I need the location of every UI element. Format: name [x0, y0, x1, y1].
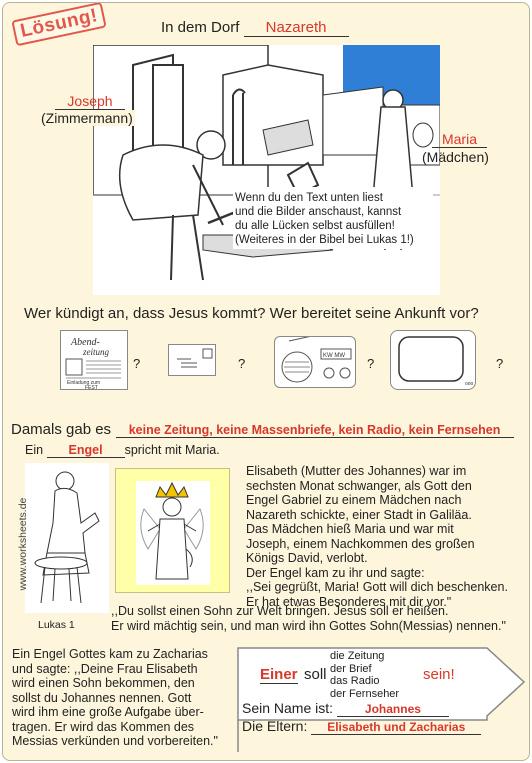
angel-illustration [115, 468, 230, 593]
hint-line: und die Bilder anschaust, kannst [235, 206, 402, 218]
village-line: In dem Dorf Nazareth [161, 19, 349, 37]
zacharias-line: tragen. Er wird das Kommen des [12, 719, 195, 734]
einer-answer: Einer [260, 666, 298, 684]
hint-line: Wenn du den Text unten liest [235, 192, 383, 204]
maria-sitting-illustration [25, 463, 109, 613]
watermark: www.worksheets.de [17, 497, 29, 591]
svg-text:Abend-: Abend- [70, 337, 100, 348]
question-mark: ? [238, 356, 246, 371]
story-line: Der Engel kam zu ihr und sagte: [246, 565, 425, 580]
radio-icon: KW MW [274, 330, 356, 388]
story-text-continued: ,,Du sollst einen Sohn zur Welt bringen.… [111, 604, 529, 633]
eltern-label: Die Eltern: [242, 718, 308, 734]
story-text: Elisabeth (Mutter des Johannes) war im s… [246, 464, 526, 609]
hint-line: du alle Lücken selbst ausfüllen! [235, 220, 395, 232]
zacharias-line: und sagte: ,,Deine Frau Elisabeth [12, 661, 198, 676]
maria-role: (Mädchen) [422, 149, 489, 165]
media-icons-row: Abend- zeitung Einladung zum FEST ? ? KW [60, 330, 513, 391]
name-line: Sein Name ist: Johannes [242, 700, 449, 717]
svg-text:KW MW: KW MW [323, 353, 345, 359]
svg-text:ooo: ooo [465, 381, 474, 387]
hint-line: (Weiteres in der Bibel bei Lukas 1!) [235, 234, 414, 246]
signpost: Einer soll die Zeitung der Brief das Rad… [232, 642, 529, 754]
story-line: Er hat etwas Besonderes mit dir vor." [246, 594, 452, 609]
lukas-caption: Lukas 1 [38, 619, 75, 631]
solution-stamp: Lösung! [11, 3, 108, 47]
damals-answer: keine Zeitung, keine Massenbriefe, kein … [115, 423, 514, 438]
village-answer: Nazareth [243, 19, 349, 37]
story-line: Elisabeth (Mutter des Johannes) war im [246, 464, 467, 478]
story-line: sechsten Monat schwanger, als Gott den [246, 478, 472, 493]
television-icon: ooo [390, 330, 476, 390]
option-item: das Radio [330, 675, 380, 687]
question-mark: ? [367, 356, 375, 371]
village-prefix: In dem Dorf [161, 19, 240, 36]
zacharias-line: sollst du Johannes nennen. Gott [12, 690, 192, 705]
svg-text:zeitung: zeitung [82, 347, 109, 357]
soll-word: soll [304, 666, 327, 683]
ein-suffix: spricht mit Maria. [124, 443, 220, 457]
hint-text: Wenn du den Text unten liest und die Bil… [233, 187, 433, 249]
option-item: die Zeitung [330, 650, 385, 662]
ein-answer: Engel [46, 443, 125, 458]
maria-blank: Maria [432, 131, 487, 148]
story-line: Er wird mächtig sein, und man wird ihn G… [111, 618, 506, 633]
media-options: die Zeitung der Brief das Radio der Fern… [330, 650, 399, 700]
damals-line: Damals gab es keine Zeitung, keine Masse… [11, 421, 529, 439]
story-line: Königs David, verlobt. [246, 551, 368, 565]
question-mark: ? [133, 356, 141, 371]
joseph-blank: Joseph [55, 93, 125, 110]
eltern-line: Die Eltern: Elisabeth und Zacharias [242, 718, 482, 735]
zacharias-line: Messias verkünden und vorbereiten." [12, 734, 218, 748]
maria-answer: Maria [432, 131, 487, 148]
svg-text:Einladung zum: Einladung zum [67, 380, 100, 386]
eltern-answer: Elisabeth und Zacharias [311, 720, 482, 735]
zacharias-line: wird einen Sohn bekommen, den [12, 676, 195, 690]
ein-prefix: Ein [25, 443, 44, 457]
newspaper-icon: Abend- zeitung Einladung zum FEST [60, 330, 128, 391]
question-heading: Wer kündigt an, dass Jesus kommt? Wer be… [24, 305, 479, 322]
option-item: der Fernseher [330, 687, 400, 700]
name-answer: Johannes [336, 702, 449, 717]
svg-text:FEST: FEST [85, 385, 98, 391]
question-mark: ? [496, 356, 504, 371]
story-line: Das Mädchen hieß Maria und war mit [246, 522, 454, 536]
story-line: Engel Gabriel zu einem Mädchen nach [246, 493, 462, 507]
zacharias-text: Ein Engel Gottes kam zu Zacharias und sa… [12, 647, 237, 749]
damals-prefix: Damals gab es [11, 421, 112, 438]
option-item: der Brief [330, 662, 372, 675]
story-line: ,,Sei gegrüßt, Maria! Gott will dich bes… [246, 580, 508, 594]
joseph-answer: Joseph [55, 93, 125, 110]
zacharias-line: Ein Engel Gottes kam zu Zacharias [12, 647, 208, 661]
name-label: Sein Name ist: [242, 700, 334, 716]
story-line: ,,Du sollst einen Sohn zur Welt bringen.… [111, 604, 449, 618]
story-line: Joseph, einem Nachkommen des großen [246, 536, 475, 551]
letter-icon [168, 344, 216, 376]
joseph-role: (Zimmermann) [39, 110, 135, 126]
sein-word: sein! [423, 666, 455, 683]
zacharias-line: wird ihm eine große Aufgabe über- [12, 705, 204, 719]
nazareth-scene-illustration [93, 45, 440, 295]
story-line: Nazareth schickte, einer Stadt in Galilä… [246, 507, 472, 522]
